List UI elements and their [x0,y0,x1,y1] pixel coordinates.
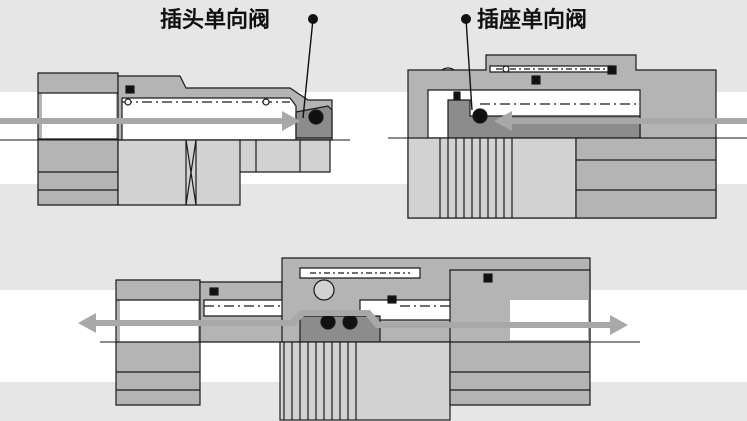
socket-ribs [439,138,513,218]
connected-socket-seal [342,314,358,330]
connected-flow-arrow [78,310,628,335]
connected-ribbed-tube [279,341,451,421]
connected-coupling [115,257,591,421]
connected-locking-ball [313,279,335,301]
socket-flow-arrow [494,111,747,131]
plug-flow-arrow [0,111,300,131]
socket-valve-seal [472,108,488,124]
connected-ribs [283,342,357,420]
connected-plug-seal [320,314,336,330]
socket-hex-end [575,137,717,219]
socket-fitting [407,54,717,219]
center-lines [0,137,747,343]
plug-fitting [37,72,333,206]
socket-valve-label: 插座单向阀 [477,8,588,33]
flow-arrows [0,111,747,335]
plug-stem [117,139,331,206]
plug-valve-seal [308,109,324,125]
connected-valve-pair [299,315,381,343]
plug-valve-label: 插头单向阀 [160,8,271,33]
label-markers [302,14,473,119]
socket-ribbed-tube [407,137,577,219]
